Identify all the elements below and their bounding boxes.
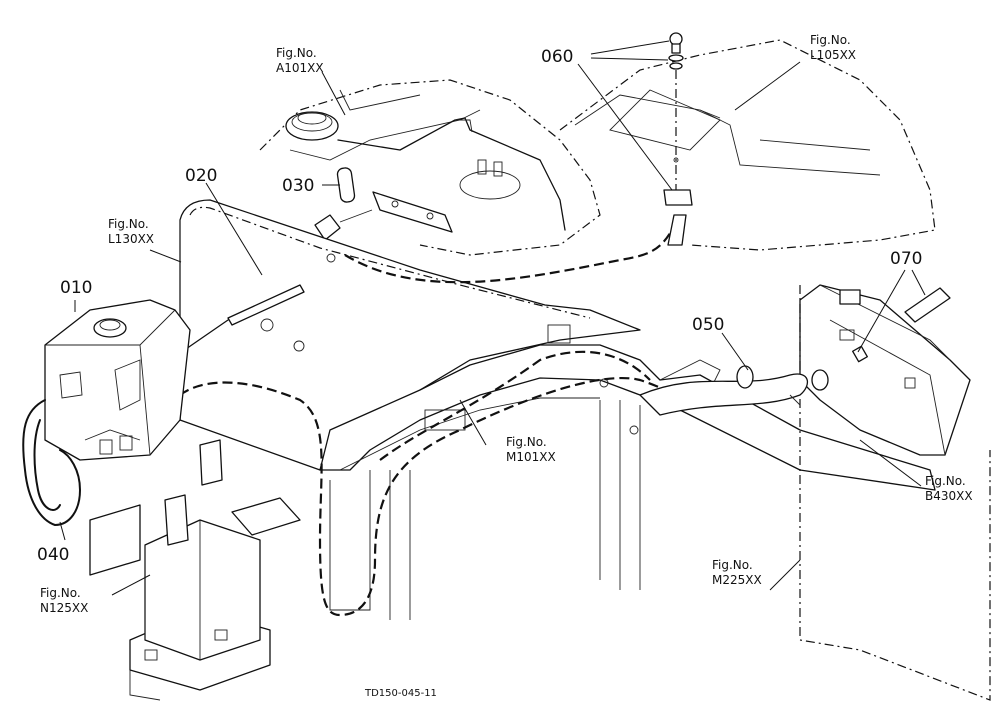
top-tank-outline	[259, 79, 601, 256]
fig-label-n125: Fig.No. N125XX	[40, 586, 88, 615]
main-frame	[319, 324, 936, 620]
clamp-030	[336, 167, 356, 203]
fig-label-m101: Fig.No. M101XX	[506, 435, 556, 464]
mounting-plate	[314, 167, 453, 241]
bracket-n125	[89, 439, 301, 701]
leader-lines	[59, 40, 926, 596]
right-cover-outline	[559, 39, 936, 251]
fig-label-b430-line1: Fig.No.	[925, 474, 966, 488]
fig-label-n125-line2: N125XX	[40, 601, 88, 615]
fuel-hose-mid	[379, 350, 651, 461]
fig-label-m101-line1: Fig.No.	[506, 435, 547, 449]
plug-070	[852, 287, 951, 363]
fender-panel	[179, 199, 641, 471]
cap-assembly-060	[663, 32, 693, 206]
fig-label-b430-line2: B430XX	[925, 489, 973, 503]
part-number-050: 050	[692, 315, 724, 335]
fitting-030	[314, 214, 341, 241]
fig-label-m225-line1: Fig.No.	[712, 558, 753, 572]
fig-label-l105-line1: Fig.No.	[810, 33, 851, 47]
part-number-070: 070	[890, 249, 922, 269]
fuel-hose-return	[179, 376, 701, 617]
fig-label-l105: Fig.No. L105XX	[810, 33, 856, 62]
hose-040	[22, 399, 81, 526]
fig-label-l105-line2: L105XX	[810, 48, 856, 62]
side-tank-b430	[799, 284, 971, 456]
fuel-tank-010	[44, 299, 191, 461]
fig-label-m225: Fig.No. M225XX	[712, 558, 762, 587]
part-number-030: 030	[282, 176, 314, 196]
fig-label-b430: Fig.No. B430XX	[925, 474, 973, 503]
tank-filler-cap	[93, 318, 127, 338]
fig-label-l130-line2: L130XX	[108, 232, 154, 246]
fig-label-a101-line1: Fig.No.	[276, 46, 317, 60]
hose-050	[639, 365, 829, 416]
part-number-060: 060	[541, 47, 573, 67]
fuel-hose-upper	[344, 229, 673, 284]
fig-label-l130-line1: Fig.No.	[108, 217, 149, 231]
fig-label-n125-line1: Fig.No.	[40, 586, 81, 600]
part-number-020: 020	[185, 166, 217, 186]
rear-panel-m225	[799, 285, 991, 701]
fig-label-l130: Fig.No. L130XX	[108, 217, 154, 246]
part-number-010: 010	[60, 278, 92, 298]
fig-label-a101-line2: A101XX	[276, 61, 324, 75]
fig-label-m101-line2: M101XX	[506, 450, 556, 464]
fig-label-a101: Fig.No. A101XX	[276, 46, 324, 75]
fig-label-m225-line2: M225XX	[712, 573, 762, 587]
drawing-code: TD150-045-11	[364, 688, 437, 699]
part-number-040: 040	[37, 545, 69, 565]
